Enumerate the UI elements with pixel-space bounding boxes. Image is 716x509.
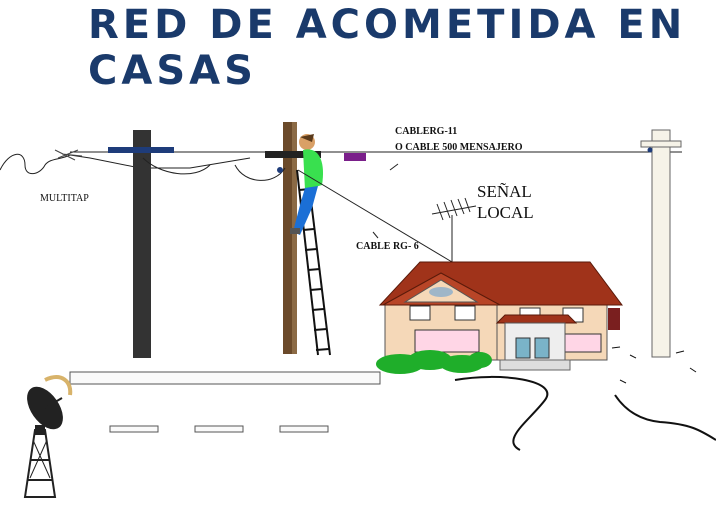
page-title: RED DE ACOMETIDA EN CASAS [88, 2, 708, 94]
satellite-tower [23, 375, 73, 498]
multitap-wires [54, 149, 83, 161]
splitter-node [277, 167, 283, 173]
road-edge-far [614, 394, 716, 441]
right-pole [651, 144, 671, 358]
label-local: LOCAL [477, 203, 534, 222]
right-insulator [647, 147, 653, 153]
label-cable-rg11: CABLERG-11 [395, 126, 458, 137]
house [378, 261, 623, 371]
left-pole [133, 130, 151, 358]
left-pole-crossarm [108, 147, 174, 153]
drop-cable-left [142, 157, 211, 175]
label-cable-rg6: CABLE RG- 6 [356, 241, 419, 252]
antenna [431, 197, 477, 221]
arrow-rg6 [372, 231, 379, 239]
road-marking-3 [279, 425, 329, 433]
right-pole-top [651, 129, 671, 143]
middle-pole-side [292, 122, 297, 354]
middle-pole [283, 122, 292, 354]
drop-cable-middle [234, 164, 286, 181]
left-cable-coil [0, 153, 251, 175]
title-line-2: CASAS [88, 48, 257, 94]
label-cable-500: O CABLE 500 MENSAJERO [395, 142, 523, 153]
road-marking-1 [109, 425, 159, 433]
label-multitap: MULTITAP [40, 193, 89, 204]
arrow-rg11 [389, 163, 399, 171]
sidewalk [69, 371, 381, 385]
right-pole-crossarm [640, 140, 682, 148]
middle-pole-crossarm [265, 151, 321, 158]
road-edge-right [454, 375, 549, 451]
title-line-1: RED DE ACOMETIDA EN [88, 2, 687, 48]
rg6-drop-cable [297, 169, 453, 263]
grass-marks [611, 346, 697, 384]
bushes [376, 350, 492, 374]
lineman-worker [290, 134, 324, 235]
label-senal: SEÑAL [477, 182, 532, 201]
amplifier-box [344, 153, 366, 161]
road-marking-2 [194, 425, 244, 433]
